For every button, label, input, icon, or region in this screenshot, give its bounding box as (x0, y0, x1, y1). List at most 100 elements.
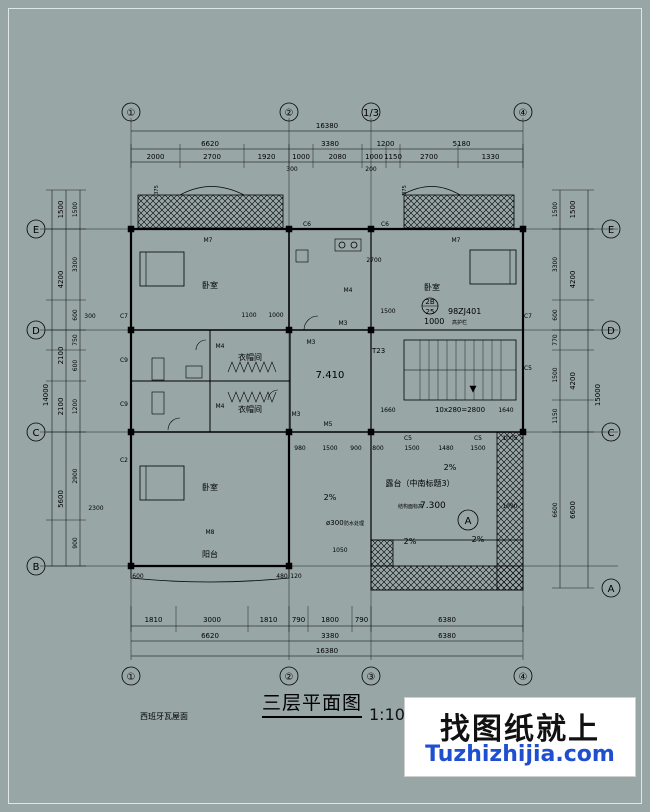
elevation-label: 结构面标高 (398, 503, 423, 510)
dim-label: 5180 (453, 140, 471, 148)
opening-tag: C6 (303, 221, 311, 228)
opening-tag: C6 (381, 221, 389, 228)
opening-tag: C5 (524, 365, 532, 372)
ref-detail: 1000 (424, 317, 444, 326)
axis-bubble (361, 102, 381, 122)
dim-label: 2700 (366, 257, 381, 264)
bed-left-bottom (139, 465, 185, 501)
opening-tag: C9 (120, 357, 128, 364)
opening-tag: M7 (452, 237, 461, 244)
detail-label: A (465, 516, 472, 527)
ref-label: 2B (425, 298, 434, 306)
axis-bubble (279, 666, 299, 686)
dim-label: 1800 (321, 616, 339, 624)
dim-label: 1500 (322, 445, 337, 452)
axis-label: D (32, 326, 40, 337)
dim-label: 1500 (552, 202, 559, 217)
dim-label: 600 (552, 309, 559, 321)
dim-label: 1810 (145, 616, 163, 624)
axis-label: D (607, 326, 615, 337)
dim-label: 1500 (72, 202, 79, 217)
vanity (334, 238, 362, 252)
room-label-closet: 衣帽间 (238, 352, 262, 362)
dim-label: 1200 (377, 140, 395, 148)
axis-label: ① (127, 672, 136, 683)
axis-label: ③ (367, 672, 376, 683)
axis-bubble (601, 219, 621, 239)
dim-label: 16380 (316, 647, 338, 655)
axis-label: E (608, 225, 614, 236)
dim-label: 1500 (404, 445, 419, 452)
dim-label: 375 (402, 185, 408, 195)
watermark-box[interactable]: 找图纸就上 Tuzhizhijia.com (404, 697, 636, 777)
dim-label: 6380 (438, 632, 456, 640)
column (285, 428, 293, 436)
axis-bubble (601, 578, 621, 598)
slope-label: 2% (472, 535, 485, 544)
slope-label: 2% (444, 463, 457, 472)
dim-label: 1500 (380, 308, 395, 315)
slope-label: 2% (324, 493, 337, 502)
dim-label: 2900 (72, 468, 79, 483)
watermark-url[interactable]: Tuzhizhijia.com (425, 742, 615, 767)
dim-label: 790 (355, 616, 368, 624)
dim-label: 1150 (384, 153, 402, 161)
drawing-scale: 1:10 (369, 705, 405, 724)
opening-tag: M5 (324, 421, 333, 428)
room-label-bedroom: 卧室 (202, 280, 218, 290)
column (285, 225, 293, 233)
dim-label: 1150 (552, 408, 559, 423)
dim-label: 2100 (57, 398, 65, 416)
column (367, 326, 375, 334)
terrace-label: 露台（中南标题3） (385, 478, 454, 488)
terrace-parapet-right (496, 431, 524, 591)
door-swing (195, 339, 207, 351)
dim-label: 900 (350, 445, 362, 452)
dim-label: 1500 (470, 445, 485, 452)
dim-label: 2700 (420, 153, 438, 161)
bath-fixture (151, 391, 165, 415)
dim-label: 480 (276, 573, 288, 580)
stair-dim: 1660 (380, 407, 395, 414)
arch-right (401, 186, 461, 196)
dim-label: 2300 (88, 505, 103, 512)
ref-code: 98ZJ401 (448, 307, 481, 316)
terrace-corner (370, 539, 394, 567)
dim-label: 2100 (57, 347, 65, 365)
dim-label: 16380 (316, 122, 338, 130)
roof-note: 西班牙瓦屋面 (140, 712, 188, 721)
dim-label: 1000 (268, 312, 283, 319)
axis-bubble (26, 320, 46, 340)
drawing-title: 三层平面图 (262, 688, 363, 718)
dim-label: 4200 (57, 271, 65, 289)
axis-bubble (601, 320, 621, 340)
axis-label: B (33, 562, 40, 573)
stair-arrow (469, 385, 477, 393)
detail-marker (457, 509, 479, 531)
axis-bubble (601, 422, 621, 442)
axis-bubble (121, 102, 141, 122)
toilet (295, 249, 309, 263)
dim-label: 600 (72, 309, 79, 321)
dim-label: 900 (72, 537, 79, 549)
axis-label: 1/3 (363, 108, 379, 119)
dim-label: 1500 (569, 201, 577, 219)
axis-label: ② (285, 672, 294, 683)
axis-label: ④ (519, 672, 528, 683)
dim-label: 200 (365, 166, 377, 173)
dim-label: 3300 (552, 257, 559, 272)
axis-label: ② (285, 108, 294, 119)
axis-bubble (513, 102, 533, 122)
dim-label: 980 (294, 445, 306, 452)
dim-label: 1810 (260, 616, 278, 624)
door-swing (303, 315, 319, 331)
stair-label: T23 (371, 347, 385, 355)
slope-label: 2% (404, 537, 417, 546)
balcony-outline (130, 565, 290, 583)
dim-label: 600 (132, 573, 144, 580)
elevation-label: 7.410 (316, 370, 345, 381)
stair-dim: 1640 (498, 407, 513, 414)
dim-label: 6600 (552, 502, 559, 517)
column (367, 428, 375, 436)
axis-label: ④ (519, 108, 528, 119)
